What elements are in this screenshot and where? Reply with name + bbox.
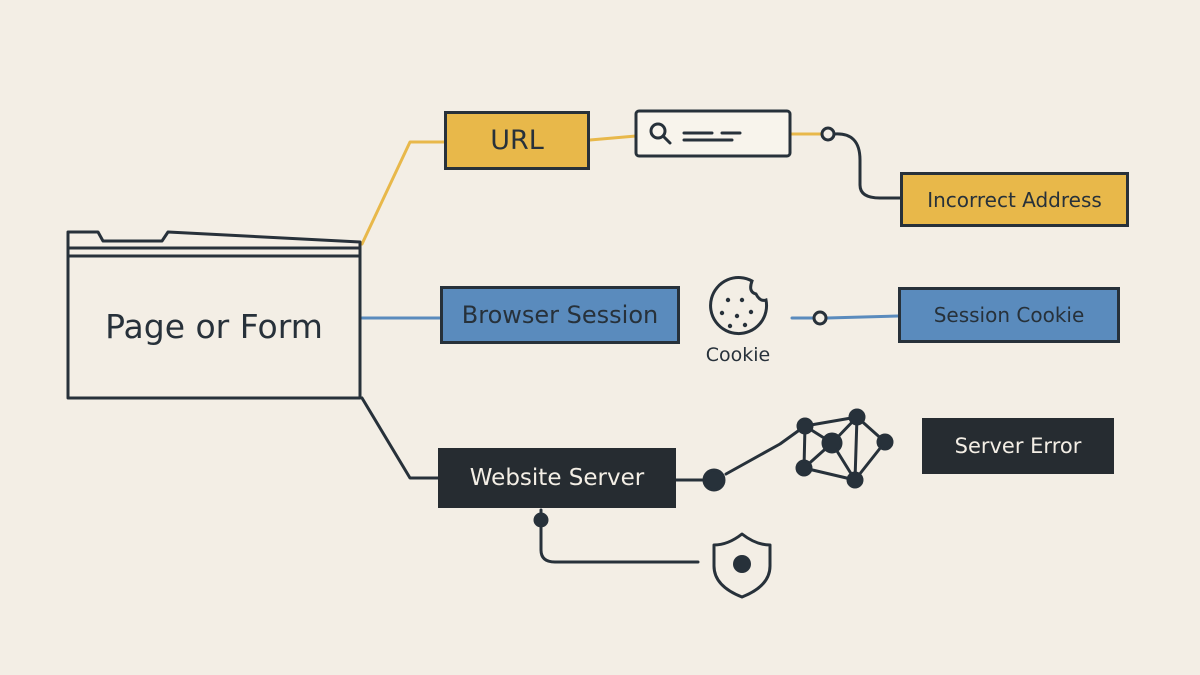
connector-server-to-shield (539, 508, 700, 564)
junction-dot-url (820, 126, 836, 142)
node-page-or-form: Page or Form (105, 306, 323, 346)
connector-url-to-searchbar (588, 134, 638, 142)
node-url: URL (444, 111, 590, 170)
node-incorrect-address: Incorrect Address (900, 172, 1129, 227)
connector-node-to-network (724, 424, 807, 476)
junction-dot-session (812, 310, 828, 326)
connector-dot-to-incorrect-address (832, 132, 902, 200)
connectors (360, 126, 902, 564)
junction-node-server (702, 468, 726, 492)
connector-dot-to-session-cookie (825, 314, 900, 320)
network-icon (795, 408, 894, 489)
junction-node-shield (533, 512, 549, 528)
connector-page-to-url (360, 140, 446, 246)
node-browser-session: Browser Session (440, 286, 680, 344)
folder-icon (66, 230, 362, 400)
search-bar-icon (634, 109, 792, 158)
node-session-cookie: Session Cookie (898, 287, 1120, 343)
cookie-icon (709, 276, 769, 335)
cookie-label: Cookie (705, 344, 771, 366)
node-website-server: Website Server (438, 448, 676, 508)
connector-page-to-server (360, 396, 440, 480)
node-server-error: Server Error (922, 418, 1114, 474)
shield-icon (712, 532, 772, 599)
